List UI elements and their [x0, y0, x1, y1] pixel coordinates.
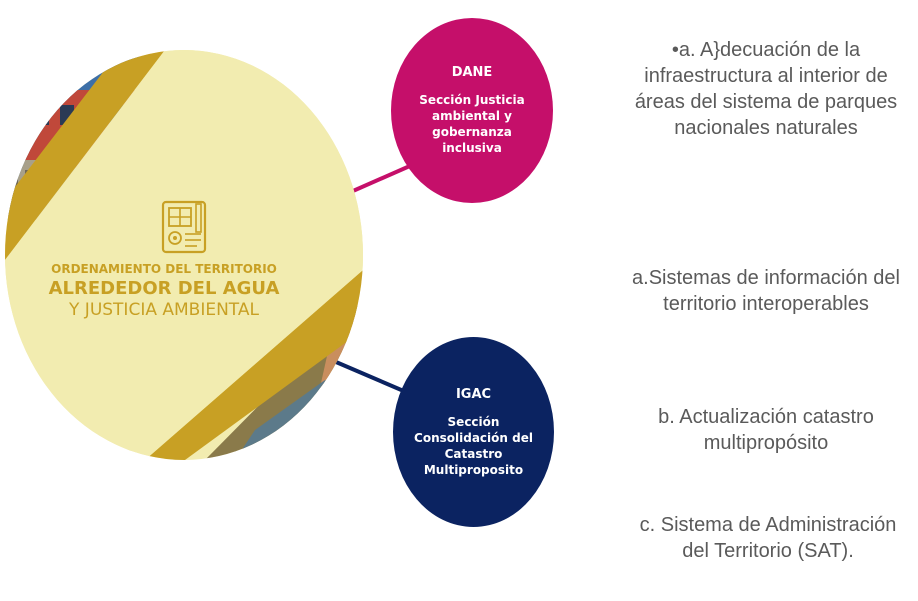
- text-item-sistemas-informacion: a.Sistemas de información del territorio…: [632, 267, 900, 315]
- dane-subtitle: Sección Justicia ambiental y gobernanza …: [419, 93, 525, 155]
- main-title-line1: ORDENAMIENTO DEL TERRITORIO: [51, 262, 277, 276]
- main-title-line3: Y JUSTICIA AMBIENTAL: [69, 300, 259, 320]
- text-item-sat: c. Sistema de Administración del Territo…: [639, 514, 897, 562]
- igac-title: IGAC: [455, 386, 492, 402]
- photo-collage-background: [5, 50, 363, 460]
- main-topic-circle: ORDENAMIENTO DEL TERRITORIO ALREDEDOR DE…: [5, 50, 363, 460]
- blueprint-document-icon: [161, 200, 207, 254]
- dane-title: DANE: [451, 65, 493, 80]
- igac-subtitle: Sección Consolidación del Catastro Multi…: [414, 414, 533, 477]
- text-item-catastro: b. Actualización catastro multipropósito: [658, 406, 874, 454]
- main-topic-content: ORDENAMIENTO DEL TERRITORIO ALREDEDOR DE…: [5, 200, 363, 320]
- text-item-parques: •a. A}decuación de la infraestructura al…: [634, 39, 898, 139]
- dane-bubble: DANE Sección Justicia ambiental y gobern…: [391, 18, 553, 203]
- igac-bubble: IGAC Sección Consolidación del Catastro …: [393, 337, 554, 527]
- main-title-line2: ALREDEDOR DEL AGUA: [48, 278, 280, 299]
